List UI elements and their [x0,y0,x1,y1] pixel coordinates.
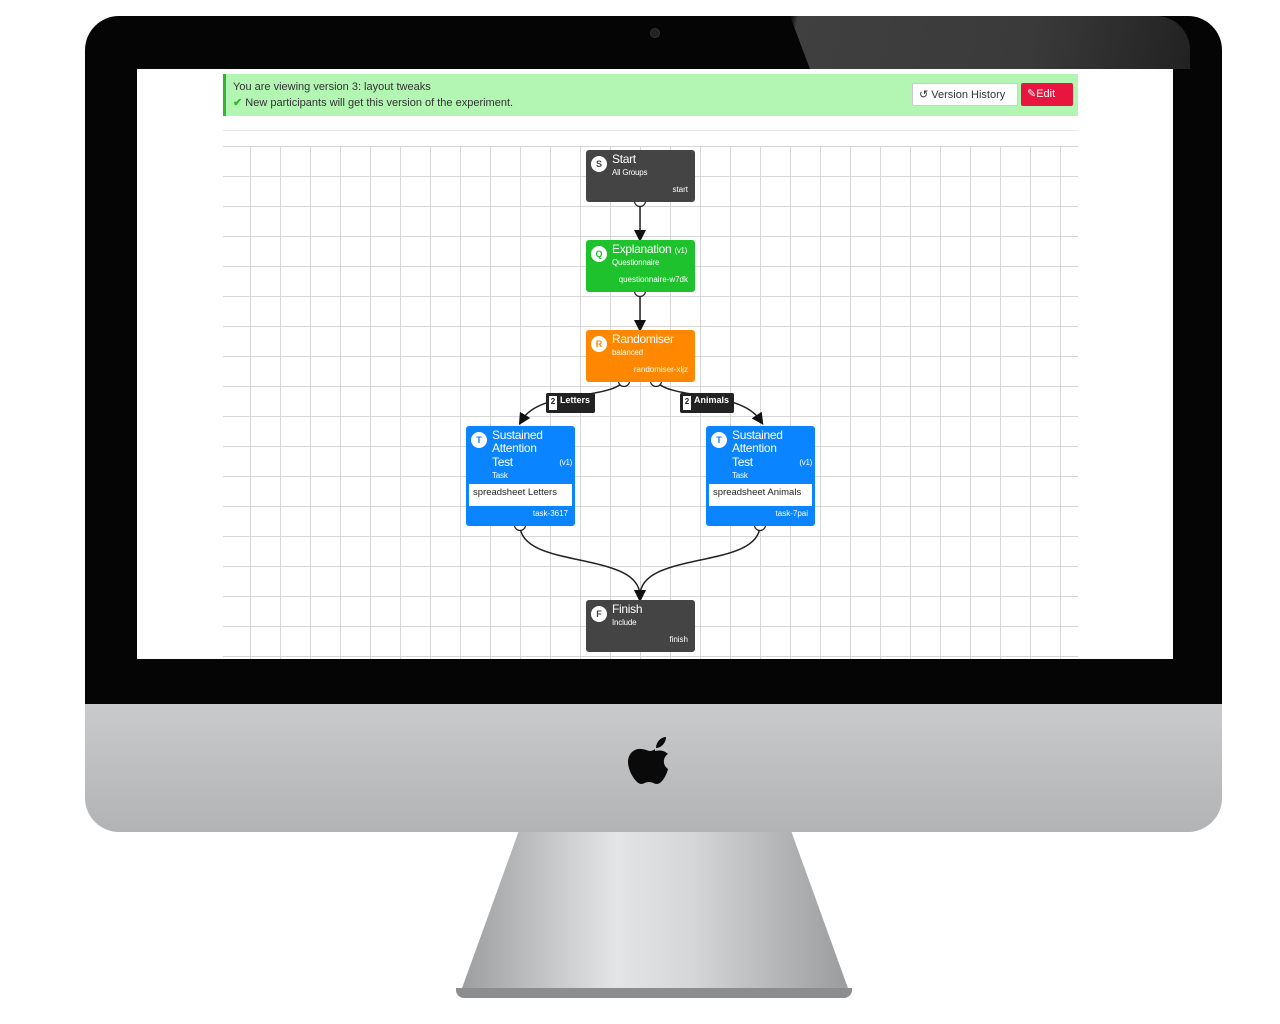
pencil-icon: ✎ [1027,88,1037,100]
node-title: Test [732,455,753,469]
start-badge-icon: S [591,156,607,172]
node-title: Sustained [492,428,543,442]
version-history-button[interactable]: ↺ Version History [912,83,1018,106]
node-title: Finish [612,602,643,616]
version-note: ✔ New participants will get this version… [233,96,513,109]
task-badge-icon: T [471,432,487,448]
edit-label: Edit [1036,88,1056,100]
node-subtitle: Include [612,618,637,627]
node-version: (v1) [674,246,688,255]
task-badge-icon: T [711,432,727,448]
node-subtitle: Task [732,471,748,480]
node-finish[interactable]: F Finish Include finish [586,600,695,652]
node-title: Randomiser [612,332,674,346]
monitor-stand [460,832,850,994]
node-id: task-7pai [775,509,808,518]
camera [650,28,660,38]
bezel-glare [790,16,1190,69]
flow-canvas[interactable] [223,146,1078,659]
randomiser-badge-icon: R [591,336,607,352]
version-history-label: Version History [931,89,1006,101]
divider [223,130,1078,131]
bezel-bottom [85,659,1222,704]
history-icon: ↺ [919,89,929,101]
version-note-text: New participants will get this version o… [245,97,514,109]
version-text: You are viewing version 3: layout tweaks [233,81,431,93]
finish-badge-icon: F [591,606,607,622]
node-version: (v1) [799,458,812,467]
monitor-stand-foot [456,988,852,998]
node-id: start [672,185,688,194]
node-title: Attention [492,441,537,455]
edit-button[interactable]: ✎Edit [1021,83,1073,106]
node-subtitle: Questionnaire [612,258,660,267]
node-title: Test [492,455,513,469]
node-id: randomiser-xljz [633,365,688,374]
node-start[interactable]: S Start All Groups start [586,150,695,202]
branch-count: 2 [549,396,557,410]
node-id: questionnaire-w7dk [618,275,688,284]
connector-right-finish [634,524,761,602]
branch-name: Animals [694,395,730,405]
spreadsheet-field: spreadsheet Letters [469,484,572,506]
node-explanation[interactable]: Q Explanation (v1) Questionnaire questio… [586,240,695,292]
node-id: finish [669,635,688,644]
node-subtitle: balanced [612,348,643,357]
branch-name: Letters [560,395,591,405]
node-subtitle: Task [492,471,508,480]
version-banner: You are viewing version 3: layout tweaks… [223,74,1078,116]
node-title: Sustained [732,428,783,442]
check-icon: ✔ [233,97,243,109]
node-version: (v1) [559,458,572,467]
node-subtitle: All Groups [612,168,648,177]
node-randomiser[interactable]: R Randomiser balanced randomiser-xljz [586,330,695,382]
spreadsheet-field: spreadsheet Animals [709,484,812,506]
node-id: task-3617 [532,509,568,518]
connector-left-finish [519,524,646,602]
questionnaire-badge-icon: Q [591,246,607,262]
branch-count: 2 [683,396,691,410]
node-title: Attention [732,441,777,455]
node-title: Start [612,152,636,166]
node-title: Explanation [612,242,672,256]
apple-logo-icon [628,737,668,784]
